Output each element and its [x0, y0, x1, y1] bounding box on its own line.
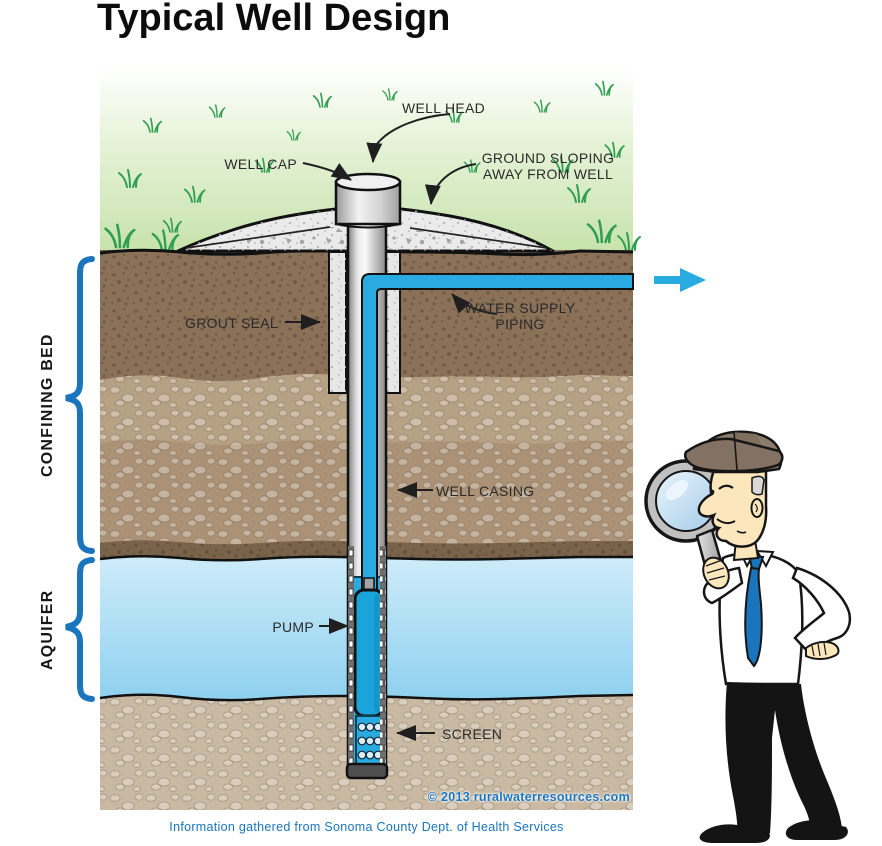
label-ground-sloping: GROUND SLOPING AWAY FROM WELL	[478, 150, 618, 182]
holding-hand	[702, 556, 730, 590]
pants	[725, 682, 842, 833]
label-grout-seal: GROUT SEAL	[185, 315, 278, 331]
label-well-head: WELL HEAD	[402, 100, 486, 116]
screen-graphic	[345, 546, 389, 780]
label-ground-sloping-line2: AWAY FROM WELL	[482, 166, 614, 182]
confining-bed-brace	[65, 256, 95, 554]
page-title: Typical Well Design	[97, 0, 451, 39]
hip-hand	[805, 640, 840, 660]
label-well-casing: WELL CASING	[436, 483, 535, 499]
head	[697, 464, 768, 548]
sideburn	[751, 475, 765, 496]
well-cap-graphic	[334, 172, 402, 229]
well-head-arrow	[366, 113, 451, 163]
cap	[684, 430, 784, 474]
tie	[744, 554, 765, 668]
aquifer-brace	[65, 557, 95, 702]
label-water-supply: WATER SUPPLY PIPING	[455, 300, 585, 332]
source-caption: Information gathered from Sonoma County …	[169, 820, 564, 834]
water-supply-pipe	[361, 273, 634, 593]
label-water-supply-line2: PIPING	[495, 316, 545, 332]
label-pump: PUMP	[272, 619, 314, 635]
label-aquifer: AQUIFER	[39, 589, 56, 671]
copyright-text: © 2013 ruralwaterresources.com	[427, 790, 630, 804]
well-cap-arrow	[302, 162, 352, 181]
shoe	[785, 820, 848, 840]
shoe	[699, 824, 770, 843]
label-water-supply-line1: WATER SUPPLY	[464, 300, 576, 316]
water-supply-arrow	[451, 293, 498, 315]
label-confining-bed: CONFINING BED	[39, 333, 56, 477]
layer-braces	[65, 256, 95, 702]
ground-sloping-arrow	[424, 163, 477, 205]
flow-arrow-icon	[654, 268, 706, 292]
label-ground-sloping-line1: GROUND SLOPING	[481, 150, 615, 166]
label-well-cap: WELL CAP	[224, 156, 297, 172]
inspector-cartoon	[644, 430, 852, 843]
label-screen: SCREEN	[442, 726, 503, 742]
pump-graphic	[353, 577, 385, 718]
leader-arrows	[285, 113, 498, 741]
